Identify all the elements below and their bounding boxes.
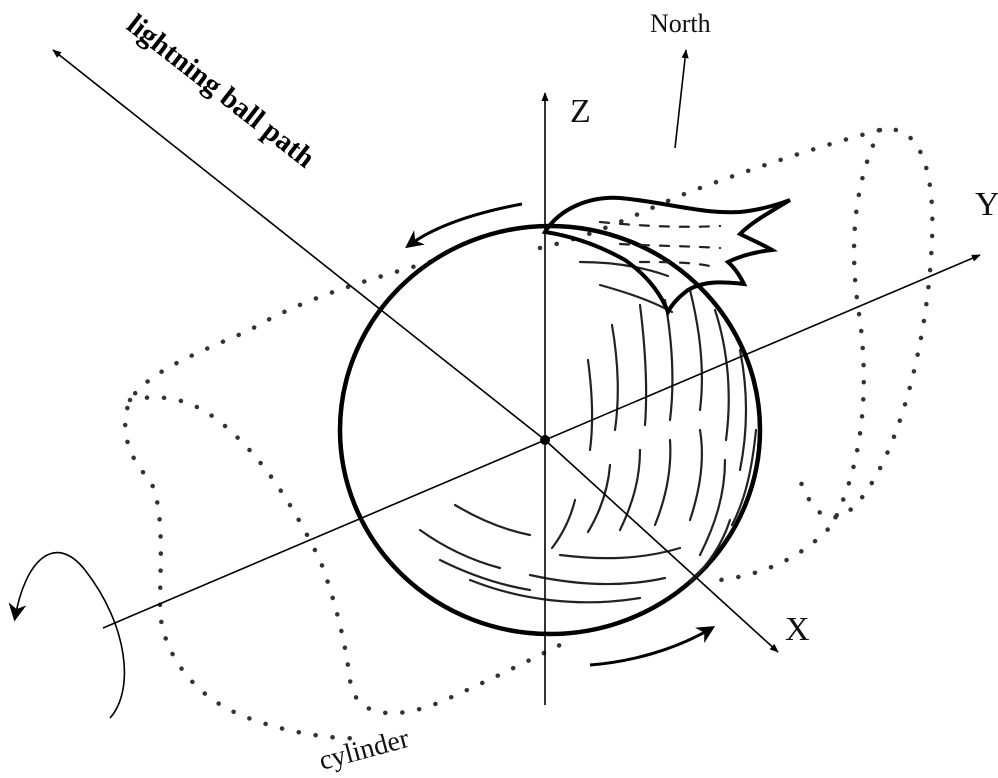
rotation-arrow-left	[15, 553, 124, 718]
rotation-arrow-top	[408, 204, 522, 246]
ball-tail	[545, 198, 790, 312]
lightning-ball	[340, 198, 790, 634]
north-label: North	[650, 9, 711, 38]
z-axis-label: Z	[570, 93, 591, 130]
tail-hatch	[600, 222, 720, 266]
x-axis-label: X	[785, 611, 810, 648]
cylinder-label: cylinder	[316, 723, 413, 777]
x-axis	[545, 440, 778, 652]
rotation-arrow-bottom	[590, 628, 712, 665]
north-arrow	[675, 50, 686, 148]
ball-shading	[420, 262, 756, 602]
cylinder-outline	[125, 129, 932, 738]
y-axis-label: Y	[975, 186, 998, 223]
origin-dot	[540, 435, 550, 445]
lightning-ball-path-label: lightning ball path	[121, 8, 321, 174]
lightning-ball-path-axis	[53, 50, 545, 440]
axes	[53, 50, 980, 705]
